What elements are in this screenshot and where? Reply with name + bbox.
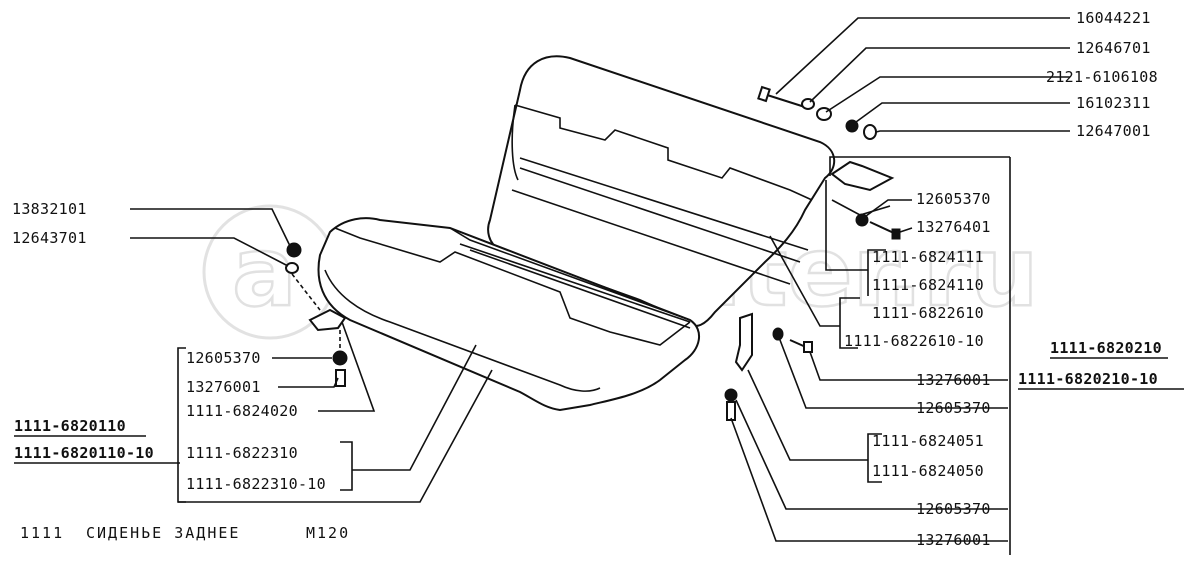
seat-cushion (317, 217, 700, 412)
hinge-bracket-icon (830, 160, 895, 192)
label-1111-6824110: 1111-6824110 (872, 276, 984, 294)
label-12605370-c: 12605370 (916, 500, 991, 518)
label-13276001-b: 13276001 (916, 531, 991, 549)
figure-caption: 1111 СИДЕНЬЕ ЗАДНЕЕ М120 (20, 524, 350, 542)
seat-back-seam-1 (519, 157, 809, 251)
seat-back-seam-2 (519, 167, 801, 263)
leader-13276401 (899, 227, 913, 233)
label-12605370-b: 12605370 (916, 399, 991, 417)
leader-2121-6106108 (825, 76, 1070, 113)
label-16102311: 16102311 (1076, 94, 1151, 112)
left-washer-icon (285, 262, 299, 274)
leader-16102311 (855, 102, 1070, 123)
leader-13832101 (130, 208, 291, 247)
latch-lower-washer-icon (724, 388, 738, 402)
label-13276401: 13276401 (916, 218, 991, 236)
seat-cushion-seam-2 (469, 249, 691, 329)
bracket-6822610 (839, 297, 860, 349)
latch-washer-icon (772, 327, 784, 341)
leader-12605370-c (735, 399, 1008, 510)
leader-16044221 (775, 17, 1070, 95)
seat-cushion-top-panel (334, 227, 691, 346)
part-labels: 16044221 12646701 2121-6106108 16102311 … (12, 9, 1162, 549)
washer-icon-2 (863, 124, 877, 140)
hinge-bracket-lower (831, 199, 891, 216)
leader-6822310 (352, 344, 477, 471)
seat-back-seam-3 (511, 189, 791, 285)
left-bracket-hardware (285, 242, 348, 387)
leader-6822610 (769, 235, 840, 327)
seat-cushion-body (317, 217, 700, 412)
leader-6824111 (825, 180, 868, 271)
leader-6822310-10 (178, 369, 493, 503)
seat-cushion-seam-1 (459, 243, 691, 323)
leader-6824051 (747, 369, 868, 461)
leader-bracket-top (829, 156, 1010, 176)
long-bolt (763, 93, 809, 109)
label-13276001-a: 13276001 (916, 371, 991, 389)
side-latch-hardware (724, 312, 813, 421)
latch-lower-bolt-icon (726, 401, 736, 421)
label-1111-6820210: 1111-6820210 (1050, 339, 1162, 357)
leader-6824020 (318, 321, 376, 412)
caption-title: СИДЕНЬЕ ЗАДНЕЕ (86, 524, 240, 542)
seat-cushion-front-edge (324, 269, 601, 392)
leader-12647001 (875, 130, 1070, 133)
leader-13276001-a (809, 351, 1008, 381)
label-1111-6822310-10: 1111-6822310-10 (186, 475, 326, 493)
label-2121-6106108: 2121-6106108 (1046, 68, 1158, 86)
latch-bolt-head-icon (803, 341, 813, 353)
label-12605370-a: 12605370 (916, 190, 991, 208)
left-bracket-icon (308, 308, 347, 332)
label-16044221: 16044221 (1076, 9, 1151, 27)
label-1111-6820110-10: 1111-6820110-10 (14, 444, 154, 462)
seat-back-left-edge (511, 104, 519, 181)
left-nut-icon (286, 242, 302, 258)
left-lower-bolt-icon (335, 369, 346, 387)
label-12643701: 12643701 (12, 229, 87, 247)
label-1111-6822610-10: 1111-6822610-10 (844, 332, 984, 350)
leader-13276001-b (730, 417, 1008, 542)
leader-12646701 (809, 47, 1070, 103)
leader-12605370-b (779, 339, 1008, 409)
bracket-6824111 (867, 249, 886, 296)
leader-13276001-c (278, 377, 339, 388)
hinge-washer-icon (855, 213, 869, 227)
seat-back (487, 55, 836, 327)
label-1111-6822310: 1111-6822310 (186, 444, 298, 462)
label-1111-6822610: 1111-6822610 (872, 304, 984, 322)
bolt-head-icon (757, 85, 771, 103)
label-1111-6824050: 1111-6824050 (872, 462, 984, 480)
label-12605370-d: 12605370 (186, 349, 261, 367)
right-hinge-hardware (830, 160, 901, 240)
label-1111-6824111: 1111-6824111 (872, 248, 984, 266)
label-12647001: 12647001 (1076, 122, 1151, 140)
label-1111-6824020: 1111-6824020 (186, 402, 298, 420)
top-hardware (757, 85, 877, 140)
label-13276001-c: 13276001 (186, 378, 261, 396)
label-1111-6820110: 1111-6820110 (14, 417, 126, 435)
label-1111-6820210-10: 1111-6820210-10 (1018, 370, 1158, 388)
bracket-left (177, 347, 186, 503)
leader-12643701 (130, 237, 289, 267)
label-12646701: 12646701 (1076, 39, 1151, 57)
caption-code: М120 (306, 524, 350, 542)
label-1111-6824051: 1111-6824051 (872, 432, 984, 450)
leader-lines (14, 17, 1184, 555)
hinge-bolt-head-icon (891, 228, 901, 240)
seat-back-top-panel (514, 104, 813, 201)
caption-model: 1111 (20, 524, 64, 542)
bracket-6822310 (340, 441, 353, 491)
bracket-6824051 (867, 433, 882, 483)
nut-icon-2 (845, 119, 859, 133)
seat-cushion-back-edge (449, 227, 691, 321)
leader-12605370-a (865, 199, 912, 217)
left-assembly-line (291, 273, 321, 311)
latch-bracket-icon (734, 312, 753, 372)
label-13832101: 13832101 (12, 200, 87, 218)
